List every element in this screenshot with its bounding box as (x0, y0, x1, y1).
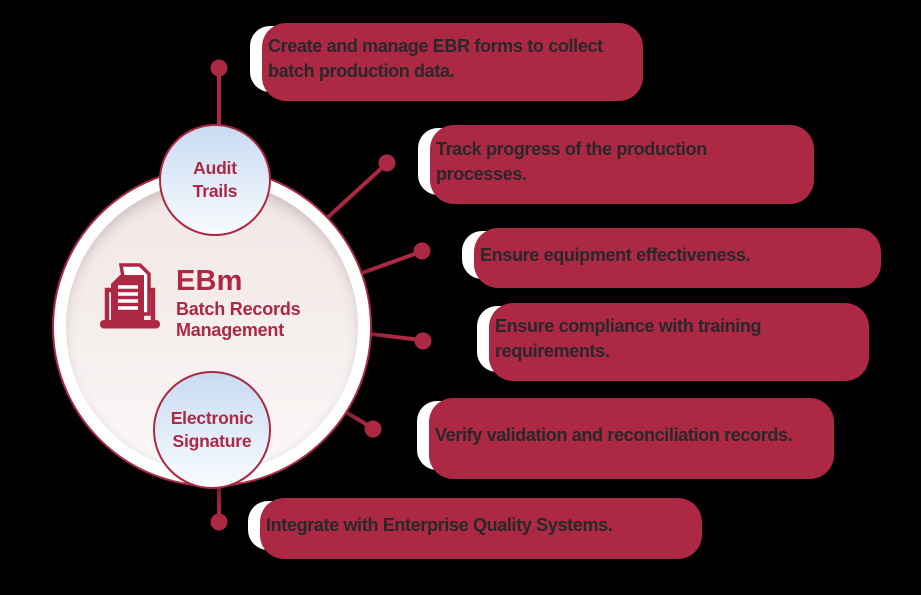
connector-line-2 (324, 163, 387, 221)
hub-title: Batch Records Management (176, 299, 301, 340)
connector-dot-1 (210, 59, 228, 77)
callout-text: Integrate with Enterprise Quality System… (266, 515, 613, 536)
icon-page-lines (118, 285, 138, 310)
callout-training-compliance: Ensure compliance with training requirem… (477, 303, 869, 381)
connector-dot-4 (414, 332, 432, 350)
callout-create-ebr-forms: Create and manage EBR forms to collect b… (250, 23, 643, 101)
callout-integrate-eqs: Integrate with Enterprise Quality System… (248, 498, 702, 559)
connector-dot-2 (378, 154, 396, 172)
callout-text: Verify validation and reconciliation rec… (435, 425, 793, 446)
connector-dot-5 (364, 420, 382, 438)
icon-base-bar (100, 320, 160, 329)
batch-records-documents-icon (98, 261, 162, 335)
satellite-electronic-signature: Electronic Signature (153, 371, 271, 489)
connector-dot-3 (413, 242, 431, 260)
icon-front-page (111, 275, 144, 323)
callout-text: Ensure compliance with training requirem… (495, 316, 762, 361)
callout-equipment-effectiveness: Ensure equipment effectiveness. (462, 228, 881, 288)
hub-text-block: EBm Batch Records Management (176, 266, 338, 340)
callout-verify-validation: Verify validation and reconciliation rec… (417, 398, 834, 479)
satellite-audit-trails: Audit Trails (159, 124, 271, 236)
callout-text: Create and manage EBR forms to collect b… (268, 36, 603, 81)
satellite-electronic-signature-label: Electronic Signature (170, 407, 254, 451)
hub-acronym: EBm (176, 265, 243, 297)
satellite-audit-trails-label: Audit Trails (192, 157, 238, 201)
callout-track-progress: Track progress of the production process… (418, 125, 814, 204)
connector-line-3 (361, 250, 421, 275)
callout-text: Ensure equipment effectiveness. (480, 244, 751, 265)
connector-dot-6 (210, 513, 228, 531)
callout-text: Track progress of the production process… (436, 138, 707, 184)
